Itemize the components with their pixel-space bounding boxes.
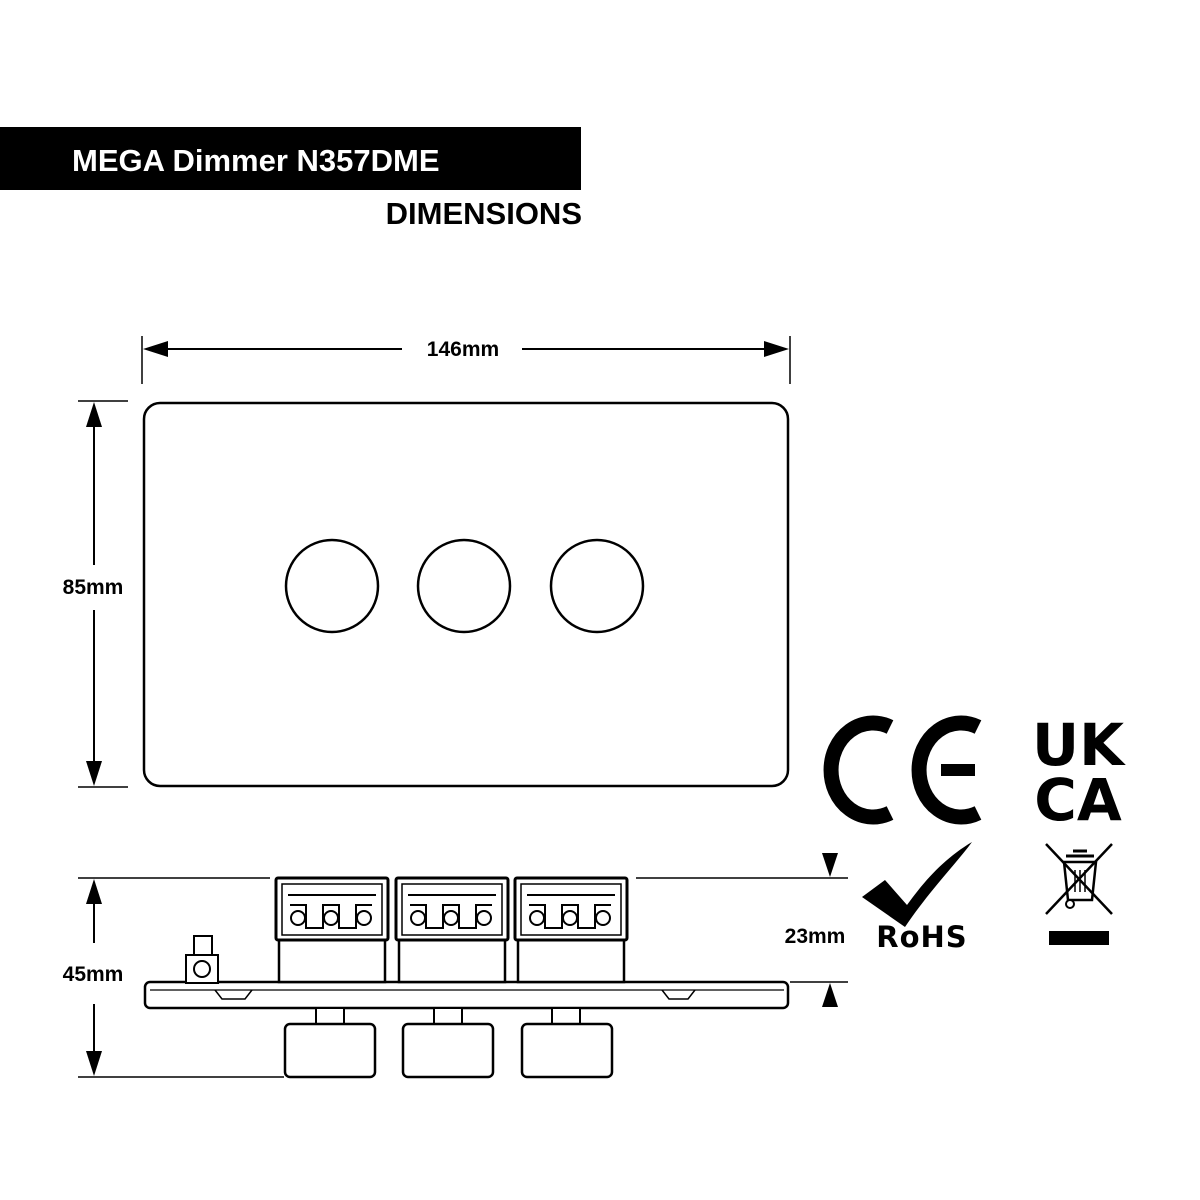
width-dimension: 146mm bbox=[141, 336, 791, 384]
terminal-block-3 bbox=[513, 876, 629, 984]
terminal-block-1 bbox=[274, 876, 390, 984]
ukca-line1: UK bbox=[1032, 711, 1126, 779]
depth-total-dimension: 45mm bbox=[63, 877, 284, 1078]
front-knob-3 bbox=[549, 538, 645, 634]
side-knob-2 bbox=[401, 1007, 495, 1079]
height-dimension: 85mm bbox=[63, 400, 128, 788]
title-bar bbox=[0, 127, 581, 190]
terminal-block-2 bbox=[394, 876, 510, 984]
ukca-line2: CA bbox=[1034, 766, 1122, 834]
side-view bbox=[143, 876, 790, 1079]
depth-total-label: 45mm bbox=[63, 963, 124, 986]
ce-mark-icon bbox=[823, 715, 982, 825]
page-subtitle: DIMENSIONS bbox=[385, 196, 582, 231]
product-title: MEGA Dimmer N357DME bbox=[72, 143, 440, 178]
depth-back-dimension: 23mm bbox=[636, 853, 848, 1007]
side-knob-3 bbox=[520, 1007, 614, 1079]
earth-terminal bbox=[185, 935, 219, 984]
depth-back-label: 23mm bbox=[785, 925, 846, 948]
height-label: 85mm bbox=[63, 576, 124, 599]
side-knob-1 bbox=[283, 1007, 377, 1079]
rohs-label: RoHS bbox=[876, 920, 967, 954]
rohs-mark-icon: RoHS bbox=[862, 842, 972, 954]
crossed-out-wheelie-bin-icon bbox=[1045, 843, 1113, 945]
ukca-mark-icon: UK CA bbox=[1032, 711, 1126, 834]
front-knob-1 bbox=[284, 538, 380, 634]
front-knob-2 bbox=[416, 538, 512, 634]
width-label: 146mm bbox=[427, 338, 499, 361]
front-plate bbox=[142, 401, 790, 788]
